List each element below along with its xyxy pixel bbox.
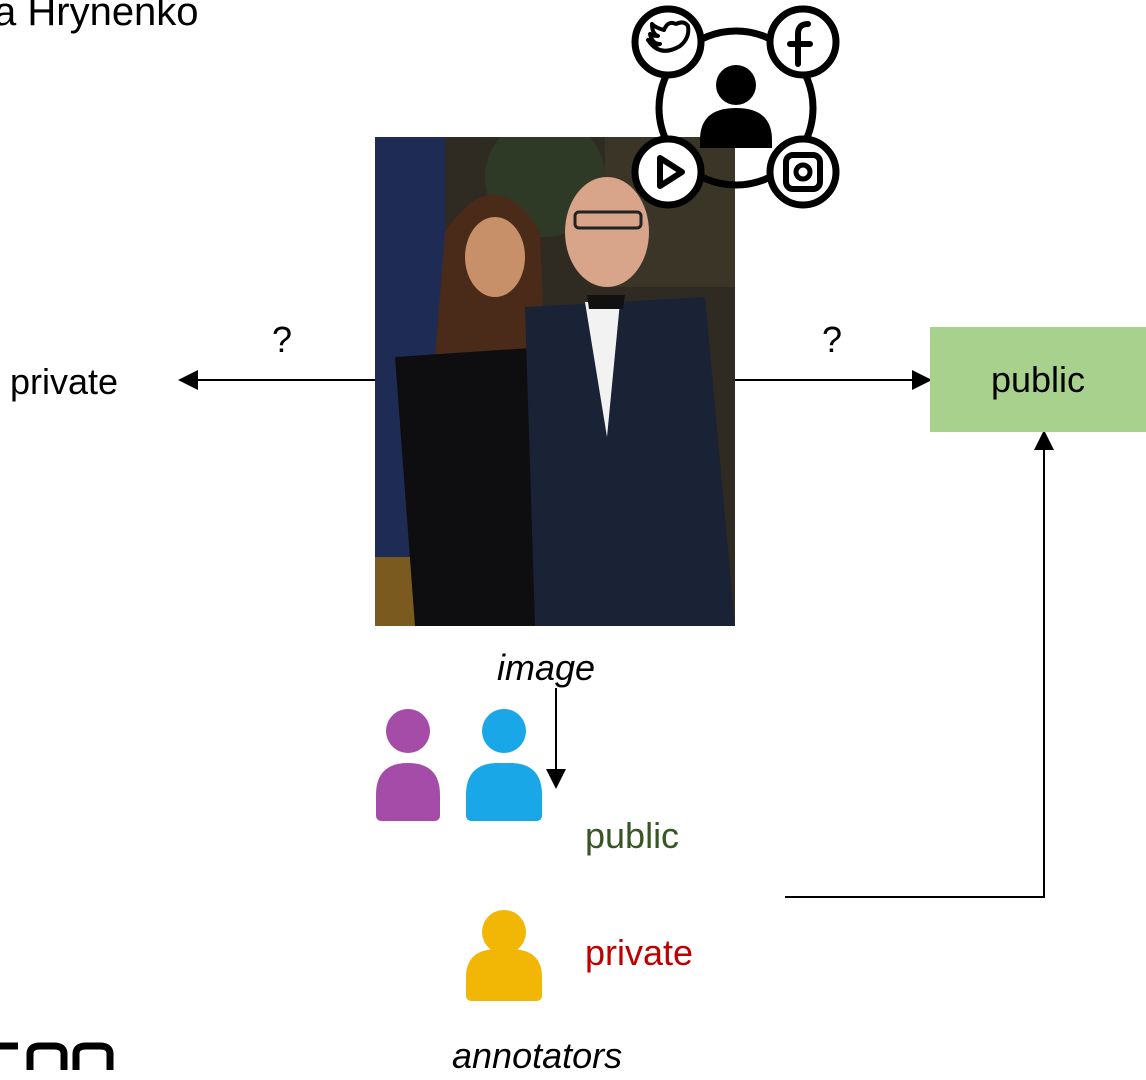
social-media-cluster <box>630 0 842 215</box>
public-box-label: public <box>990 358 1086 400</box>
photo-image <box>375 137 735 626</box>
instagram-icon <box>766 135 840 209</box>
person-icon <box>700 65 772 148</box>
right-question-mark: ? <box>822 319 843 360</box>
annotator-icon-yellow <box>466 910 542 1001</box>
public-box: public <box>930 327 1146 432</box>
arrow-annotators-to-public <box>785 436 1045 898</box>
facebook-icon <box>766 5 840 79</box>
youtube-icon <box>631 135 705 209</box>
left-question-mark: ? <box>272 319 293 360</box>
partial-logo <box>0 1042 114 1070</box>
annotator-icon-blue <box>466 709 542 821</box>
annotators-caption: annotators <box>452 1035 623 1076</box>
twitter-icon <box>631 5 705 79</box>
author-name: a Hrynenko <box>0 0 199 34</box>
annotator-public-label: public <box>585 815 680 856</box>
annotator-figures <box>376 709 542 1001</box>
image-caption: image <box>497 647 596 688</box>
annotator-private-label: private <box>585 932 694 973</box>
annotator-icon-purple <box>376 709 440 821</box>
private-label: private <box>10 361 119 402</box>
